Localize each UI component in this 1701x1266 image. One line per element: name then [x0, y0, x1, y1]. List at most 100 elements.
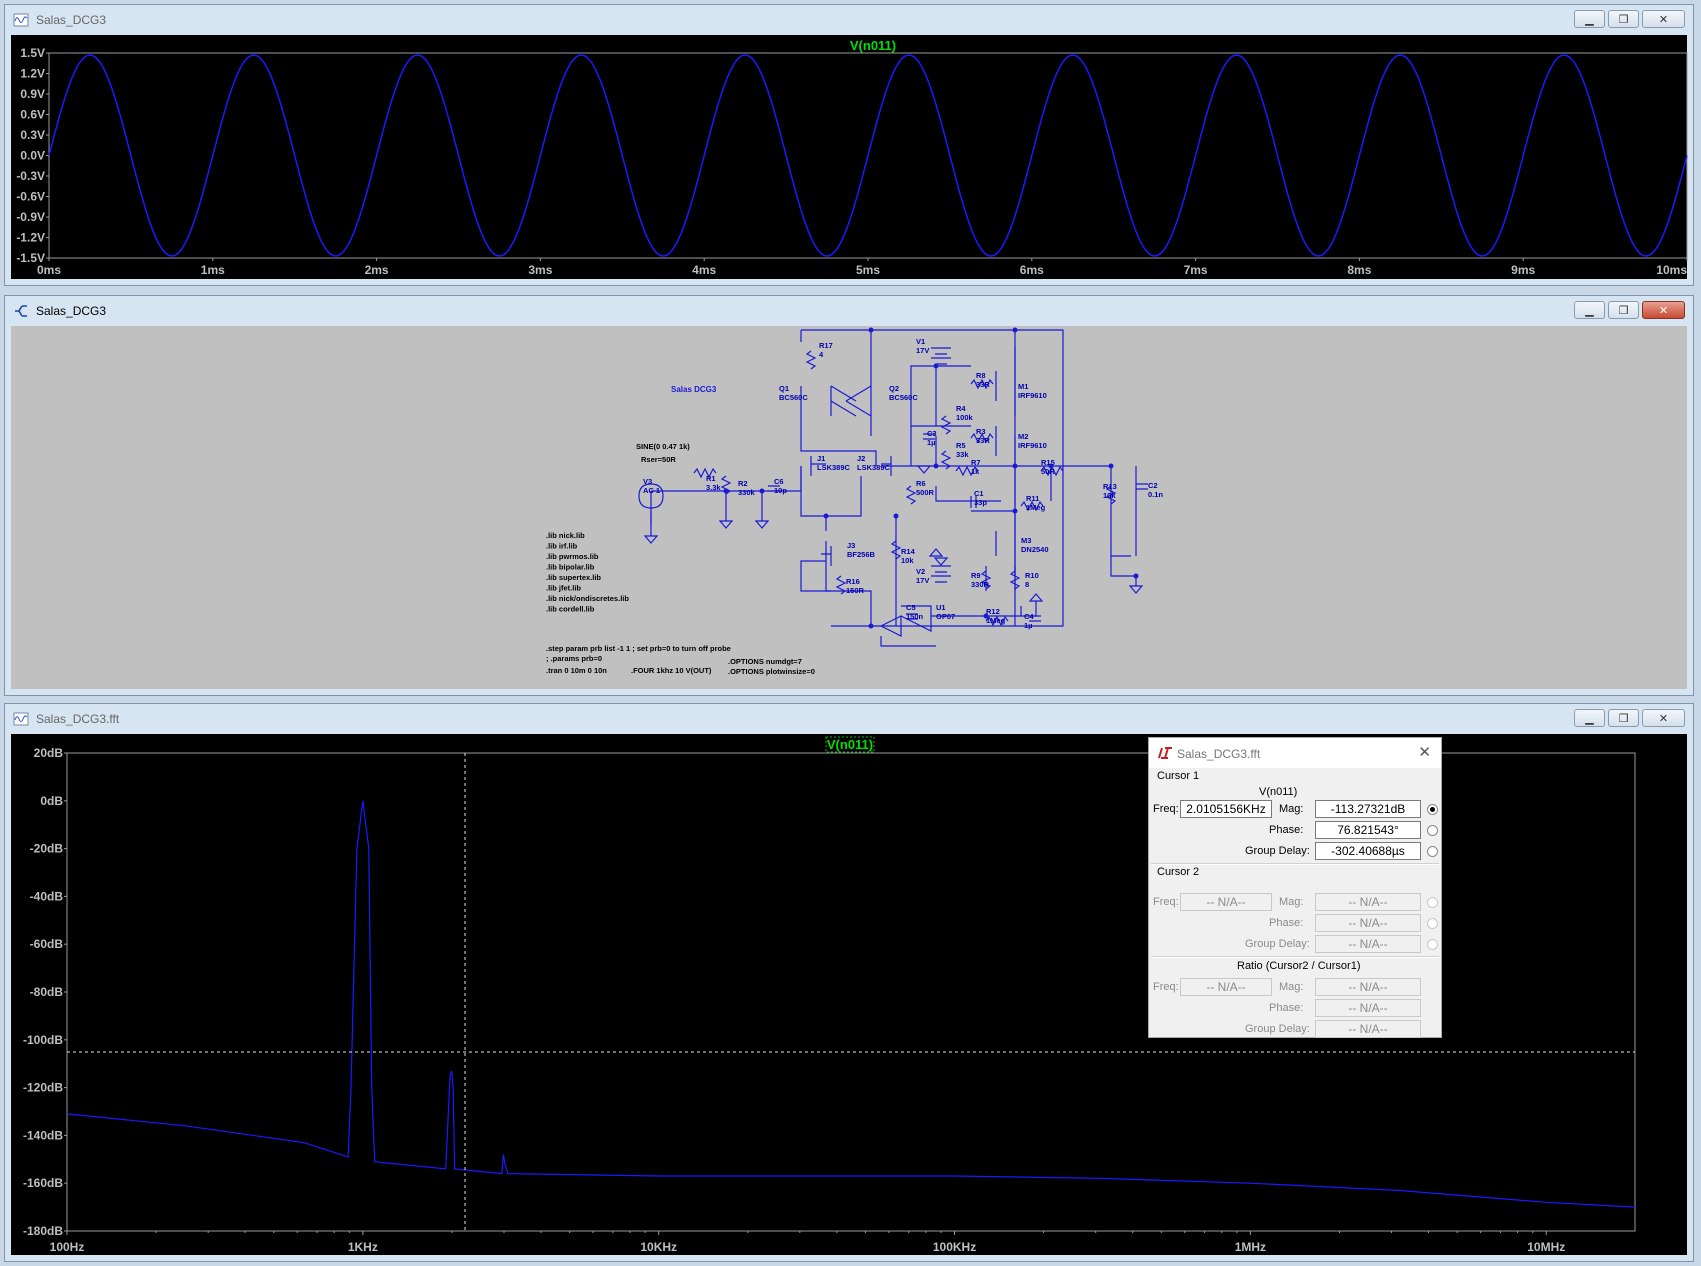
source-text[interactable]: SINE(0 0.47 1k) — [636, 442, 690, 451]
four-directive[interactable]: .FOUR 1khz 10 V(OUT) — [631, 666, 712, 675]
minimize-button[interactable]: ▁ — [1574, 10, 1605, 28]
cursor2-gd-radio[interactable] — [1427, 939, 1438, 950]
cursor2-gd-field[interactable]: -- N/A-- — [1315, 935, 1421, 953]
options-numdgt[interactable]: .OPTIONS numdgt=7 — [728, 657, 802, 666]
ratio-phase-field[interactable]: -- N/A-- — [1315, 999, 1421, 1017]
close-icon[interactable]: ✕ — [1418, 744, 1431, 761]
restore-button[interactable]: ❐ — [1608, 301, 1639, 319]
restore-button[interactable]: ❐ — [1608, 709, 1639, 727]
cursor2-freq-field[interactable]: -- N/A-- — [1180, 893, 1272, 911]
cursor-dialog-titlebar[interactable]: Salas_DCG3.fft ✕ — [1149, 738, 1441, 768]
ratio-freq-field[interactable]: -- N/A-- — [1180, 978, 1272, 996]
cursor1-gd-field[interactable]: -302.40688µs — [1315, 842, 1421, 860]
lib-directives[interactable]: .lib nick.lib.lib irf.lib.lib pwrmos.lib… — [546, 531, 629, 614]
step-directive[interactable]: .step param prb list -1 1 ; set prb=0 to… — [546, 644, 731, 653]
component-value: 150n — [906, 612, 924, 621]
params-directive[interactable]: ; .params prb=0 — [546, 654, 602, 663]
transient-titlebar[interactable]: Salas_DCG3 ▁ ❐ ✕ — [5, 5, 1693, 35]
component-ref: C2 — [1148, 481, 1158, 490]
fft-plot[interactable]: V(n011) 20dB0dB-20dB-40dB-60dB-80dB-100d… — [11, 734, 1689, 1257]
minimize-button[interactable]: ▁ — [1574, 301, 1605, 319]
component-value: 50R — [1041, 467, 1055, 476]
schematic-titlebar[interactable]: Salas_DCG3 ▁ ❐ ✕ — [5, 296, 1693, 326]
cursor2-mag-label: Mag: — [1279, 896, 1304, 908]
restore-button[interactable]: ❐ — [1608, 10, 1639, 28]
cursor2-phase-field[interactable]: -- N/A-- — [1315, 914, 1421, 932]
y-tick-label: -40dB — [30, 889, 64, 903]
trace-label[interactable]: V(n011) — [850, 38, 896, 53]
cursor1-mag-radio[interactable] — [1427, 804, 1438, 815]
close-button[interactable]: ✕ — [1642, 709, 1685, 727]
ratio-mag-field[interactable]: -- N/A-- — [1315, 978, 1421, 996]
component-r1[interactable]: R13.3k — [706, 474, 721, 492]
cursor1-gd-label: Group Delay: — [1245, 845, 1310, 857]
y-tick-label: 0dB — [40, 794, 63, 808]
cursor1-phase-radio[interactable] — [1427, 825, 1438, 836]
minimize-button[interactable]: ▁ — [1574, 709, 1605, 727]
cursor2-phase-radio[interactable] — [1427, 918, 1438, 929]
cursor2-mag-radio[interactable] — [1427, 897, 1438, 908]
cursor-dialog[interactable]: Salas_DCG3.fft ✕ Cursor 1 V(n011) Freq: … — [1148, 737, 1442, 1038]
ratio-gd-field[interactable]: -- N/A-- — [1315, 1020, 1421, 1038]
lib-line: .lib bipolar.lib — [546, 563, 595, 572]
component-value: 4 — [819, 350, 824, 359]
options-plotwinsize[interactable]: .OPTIONS plotwinsize=0 — [728, 667, 815, 676]
cursor1-freq-field[interactable]: 2.0105156KHz — [1180, 800, 1272, 818]
transient-plot[interactable]: V(n011) 1.5V1.2V0.9V0.6V0.3V0.0V-0.3V-0.… — [11, 35, 1689, 281]
lib-line: .lib jfet.lib — [546, 584, 581, 593]
component-ref: M3 — [1021, 536, 1031, 545]
close-button[interactable]: ✕ — [1642, 301, 1685, 319]
cursor1-phase-field[interactable]: 76.821543° — [1315, 821, 1421, 839]
source-rser[interactable]: Rser=50R — [641, 455, 676, 464]
trace-label[interactable]: V(n011) — [827, 737, 873, 752]
cursor1-mag-field[interactable]: -113.27321dB — [1315, 800, 1421, 818]
schematic-window[interactable]: Salas_DCG3 ▁ ❐ ✕ — [4, 295, 1694, 696]
close-button[interactable]: ✕ — [1642, 10, 1685, 28]
fft-titlebar[interactable]: Salas_DCG3.fft ▁ ❐ ✕ — [5, 704, 1693, 734]
schematic-header-label[interactable]: Salas DCG3 — [671, 385, 717, 394]
cursor2-mag-field[interactable]: -- N/A-- — [1315, 893, 1421, 911]
component-value: 1Meg — [1026, 503, 1046, 512]
cursor1-gd-radio[interactable] — [1427, 846, 1438, 857]
component-c2[interactable]: C20.1n — [1148, 481, 1163, 499]
tran-directive[interactable]: .tran 0 10m 0 10n — [546, 666, 607, 675]
